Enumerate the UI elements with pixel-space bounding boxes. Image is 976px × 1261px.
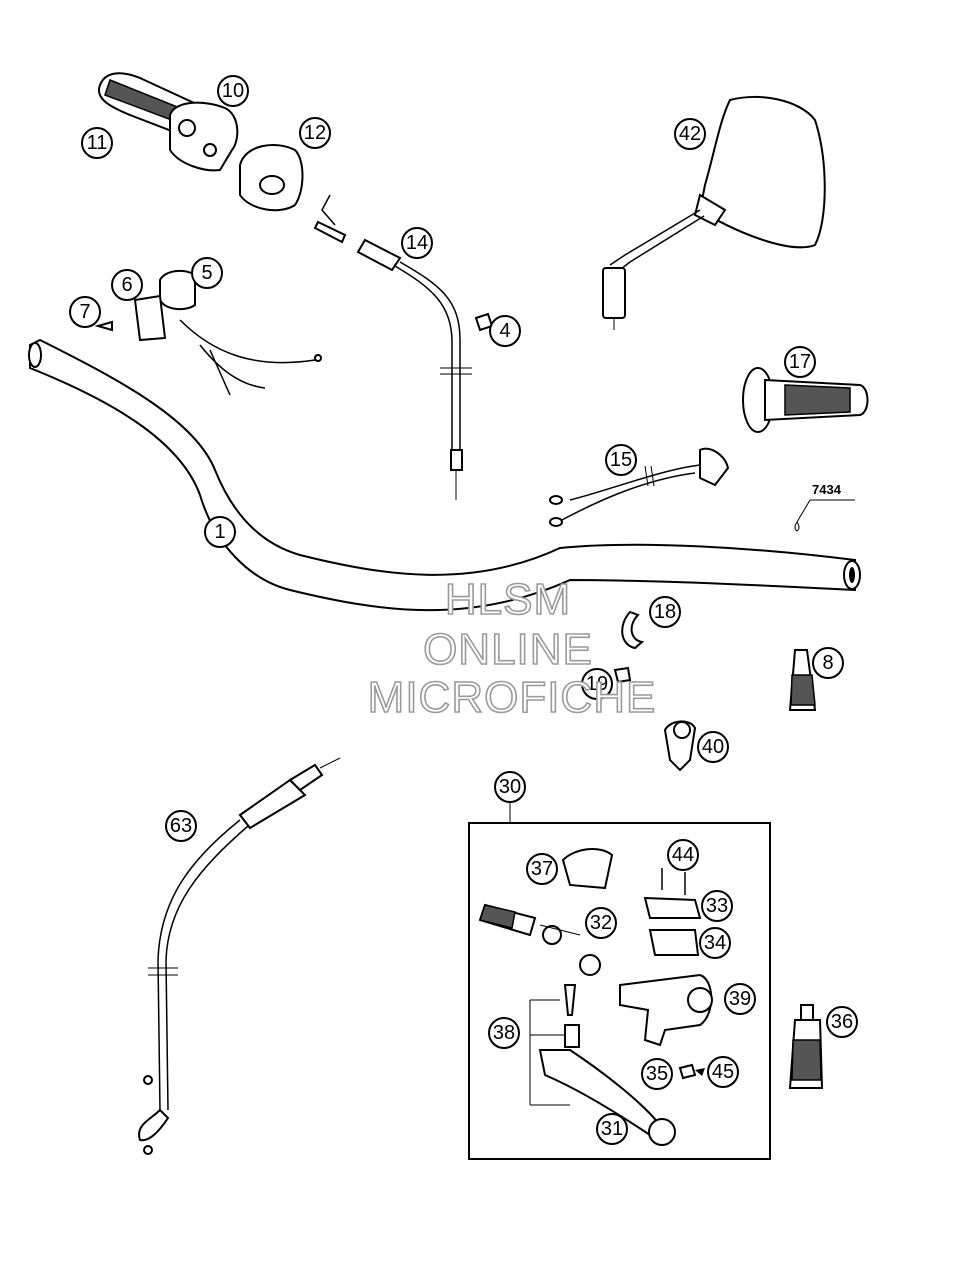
callout-32: 32: [585, 907, 617, 939]
svg-text:35: 35: [646, 1063, 668, 1085]
svg-text:8: 8: [822, 652, 833, 674]
handlebar: [28, 338, 861, 612]
svg-text:12: 12: [304, 122, 326, 144]
callout-6: 6: [111, 269, 143, 301]
callout-44: 44: [667, 839, 699, 871]
svg-text:14: 14: [406, 232, 428, 254]
callout-17: 17: [784, 346, 816, 378]
callout-18: 18: [649, 596, 681, 628]
svg-text:4: 4: [499, 320, 510, 342]
light-switch: [549, 447, 730, 527]
callout-1: 1: [204, 516, 236, 548]
callout-33: 33: [701, 890, 733, 922]
throttle-grip: [97, 72, 239, 172]
svg-text:19: 19: [586, 673, 608, 695]
callout-36: 36: [826, 1006, 858, 1038]
callout-31: 31: [596, 1113, 628, 1145]
callout-19: 19: [581, 668, 613, 700]
svg-text:32: 32: [590, 912, 612, 934]
kill-switch: [94, 269, 322, 396]
callout-39: 39: [724, 983, 756, 1015]
master-cylinder-kit: [468, 802, 771, 1160]
svg-text:38: 38: [493, 1022, 515, 1044]
callout-8: 8: [812, 647, 844, 679]
threadlock-bottle: [788, 649, 817, 711]
mirror: [602, 96, 826, 330]
svg-text:44: 44: [672, 844, 694, 866]
svg-text:15: 15: [610, 449, 632, 471]
throttle-housing-cover: [239, 144, 304, 212]
reference-code: 7434: [812, 482, 842, 497]
callout-10: 10: [217, 75, 249, 107]
clamp-ring: [621, 610, 645, 650]
svg-text:6: 6: [121, 274, 132, 296]
watermark: HLSM ONLINE MICROFICHE: [367, 574, 657, 723]
watermark-line-2: ONLINE: [423, 625, 593, 674]
svg-text:10: 10: [222, 80, 244, 102]
svg-text:45: 45: [712, 1061, 734, 1083]
svg-text:40: 40: [702, 736, 724, 758]
svg-text:11: 11: [87, 132, 108, 154]
callout-40: 40: [697, 731, 729, 763]
svg-text:17: 17: [789, 351, 811, 373]
svg-text:7: 7: [79, 301, 90, 323]
svg-text:42: 42: [679, 123, 701, 145]
watermark-line-1: HLSM: [445, 575, 571, 624]
brake-fluid-bottle: [788, 1004, 824, 1089]
callout-34: 34: [699, 927, 731, 959]
callout-38: 38: [488, 1017, 520, 1049]
callout-37: 37: [526, 853, 558, 885]
callout-12: 12: [299, 117, 331, 149]
svg-text:33: 33: [706, 895, 728, 917]
svg-text:1: 1: [214, 521, 225, 543]
watermark-line-3: MICROFICHE: [368, 673, 657, 722]
svg-text:34: 34: [704, 932, 726, 954]
callout-5: 5: [191, 257, 223, 289]
svg-text:31: 31: [601, 1118, 623, 1140]
svg-text:63: 63: [170, 815, 192, 837]
callout-7: 7: [69, 296, 101, 328]
callout-15: 15: [605, 444, 637, 476]
callout-14: 14: [401, 227, 433, 259]
reference-label: 7434: [794, 482, 855, 532]
left-grip: [742, 367, 869, 433]
svg-text:39: 39: [729, 988, 751, 1010]
callout-11: 11: [81, 127, 113, 159]
holder-clamp: [663, 720, 697, 772]
small-nut: [613, 666, 632, 684]
callout-42: 42: [674, 118, 706, 150]
callout-35: 35: [641, 1058, 673, 1090]
svg-text:36: 36: [831, 1011, 853, 1033]
svg-text:30: 30: [499, 776, 521, 798]
callout-4: 4: [489, 315, 521, 347]
clutch-cable: [138, 757, 341, 1155]
callout-45: 45: [707, 1056, 739, 1088]
callout-63: 63: [165, 810, 197, 842]
throttle-cable: [313, 194, 472, 500]
svg-text:18: 18: [654, 601, 676, 623]
svg-text:37: 37: [531, 858, 553, 880]
svg-text:5: 5: [201, 262, 212, 284]
callout-30: 30: [494, 771, 526, 803]
